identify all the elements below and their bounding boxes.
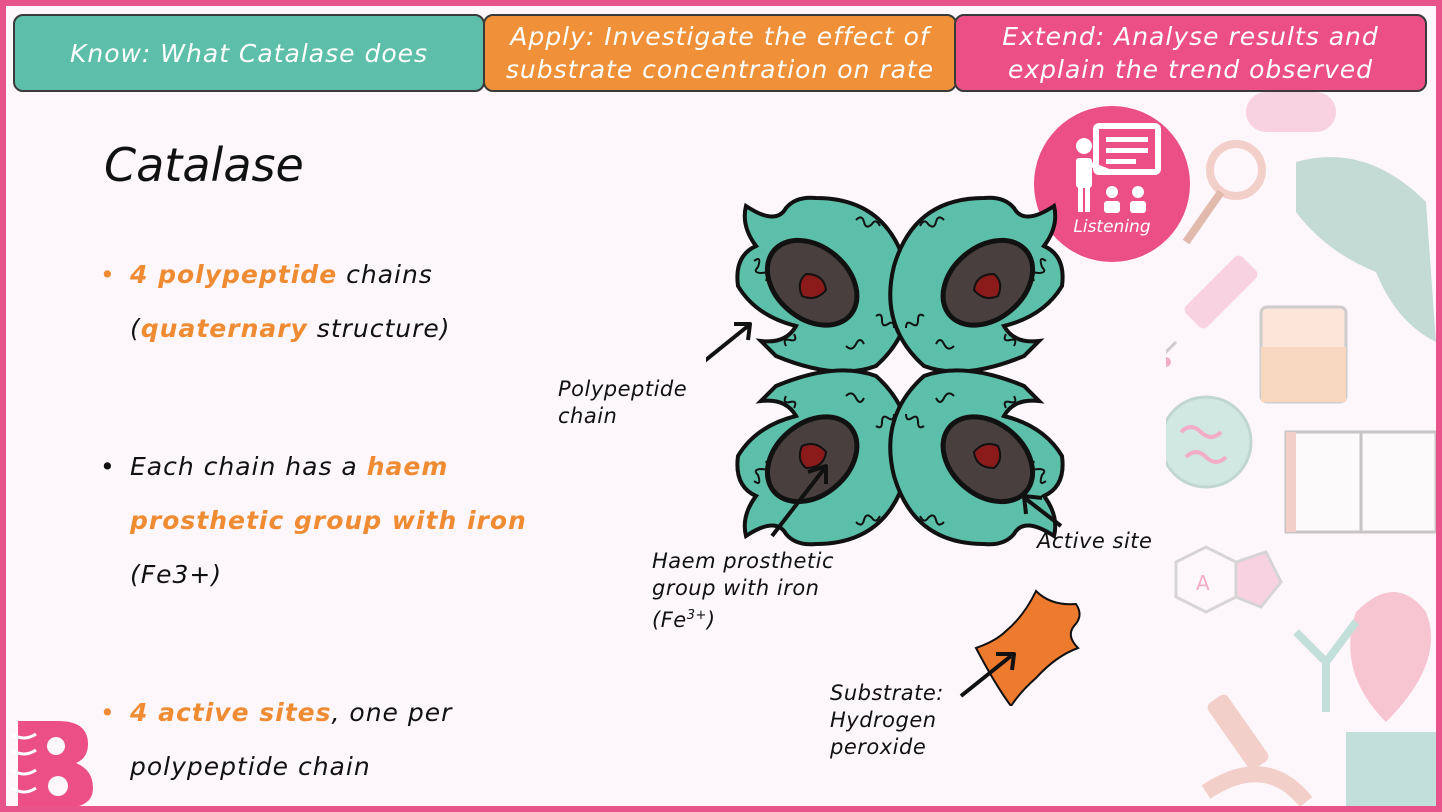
bullet-text: polypeptide chain [130, 752, 371, 781]
svg-text:A: A [1196, 571, 1210, 595]
bullet-haem-group: • Each chain has a haem prosthetic group … [100, 440, 527, 602]
label-line: group with iron [652, 576, 820, 600]
label-line: chain [558, 404, 618, 428]
label-line: Haem prosthetic [652, 549, 835, 573]
cell-icon [1166, 395, 1253, 489]
bullet-active-sites: • 4 active sites, one per polypeptide cha… [100, 686, 452, 794]
pill-icon [1246, 92, 1336, 132]
bullet-text: Each chain has a [130, 452, 367, 481]
brand-logo [11, 721, 93, 806]
label-text: ) [706, 608, 716, 632]
hydrogen-peroxide-substrate [974, 589, 1081, 706]
beaker-icon [1259, 305, 1348, 404]
polypeptide-chain-bottom-right [890, 370, 1062, 544]
bullet-text: chains [337, 260, 433, 289]
bullet-text: structure) [307, 314, 451, 343]
bullet-highlight: prosthetic group with iron [130, 506, 527, 535]
slide-title: Catalase [104, 138, 304, 192]
antibody-icon [1293, 619, 1360, 712]
label-active-site: Active site [1037, 529, 1153, 553]
polypeptide-chain-top-left [737, 198, 909, 372]
bullet-text: , one per [331, 698, 453, 727]
bullet-polypeptide-chains: • 4 polypeptide chains (quaternary struct… [100, 248, 451, 356]
glove-icon [1296, 157, 1436, 342]
heart-icon [1350, 592, 1431, 722]
bullet-text: (Fe3+) [130, 560, 223, 589]
polypeptide-chain-arrow [706, 324, 750, 363]
bullet-text: ( [130, 314, 141, 343]
science-decoration-icons: A [1166, 92, 1436, 806]
syringe-icon [1166, 255, 1258, 367]
label-polypeptide-chain: Polypeptide chain [558, 376, 687, 430]
apply-objective-banner: Apply: Investigate the effect of substra… [483, 14, 957, 92]
haem-group-arrow [770, 467, 826, 538]
listening-badge: Listening [1034, 106, 1190, 262]
extend-objective-line1: Extend: Analyse results and [1002, 22, 1379, 51]
bullet-dot: • [100, 260, 116, 289]
label-line: Hydrogen [830, 708, 937, 732]
label-haem-prosthetic-group: Haem prosthetic group with iron (Fe3+) [652, 548, 834, 634]
know-objective-banner: Know: What Catalase does [13, 14, 485, 92]
label-line: Substrate: [830, 681, 944, 705]
extend-objective-line2: explain the trend observed [1007, 55, 1374, 84]
teacher-presentation-icon [1076, 123, 1161, 213]
bullet-highlight: quaternary [140, 314, 308, 343]
label-superscript: 3+ [686, 608, 707, 623]
label-substrate: Substrate: Hydrogen peroxide [830, 680, 944, 761]
bullet-highlight: haem [366, 452, 449, 481]
notebook-icon [1284, 430, 1436, 534]
polypeptide-chain-bottom-left [737, 370, 909, 544]
adenine-molecule-icon: A [1174, 545, 1283, 614]
active-site-arrow [1024, 497, 1063, 528]
bullet-dot: • [100, 452, 116, 481]
apply-objective-line2: substrate concentration on rate [505, 55, 935, 84]
label-line: peroxide [830, 735, 927, 759]
extend-objective-banner: Extend: Analyse results and explain the … [954, 14, 1427, 92]
label-text: (Fe [652, 608, 687, 632]
bullet-highlight: 4 polypeptide [130, 260, 338, 289]
apply-objective-line1: Apply: Investigate the effect of [510, 22, 930, 51]
bullet-dot: • [100, 698, 116, 727]
petri-dish-icon [1346, 732, 1436, 806]
substrate-arrow [959, 654, 1013, 698]
polypeptide-chain-top-right [890, 198, 1062, 372]
label-line: (Fe3+) [652, 602, 834, 634]
bullet-highlight: 4 active sites [130, 698, 332, 727]
magnifier-icon [1182, 140, 1266, 245]
know-objective-text: Know: What Catalase does [69, 38, 429, 68]
catalase-structure-diagram [706, 186, 1081, 706]
listening-label: Listening [1073, 217, 1150, 237]
label-line: Polypeptide [558, 377, 688, 401]
microscope-icon [1201, 694, 1313, 806]
